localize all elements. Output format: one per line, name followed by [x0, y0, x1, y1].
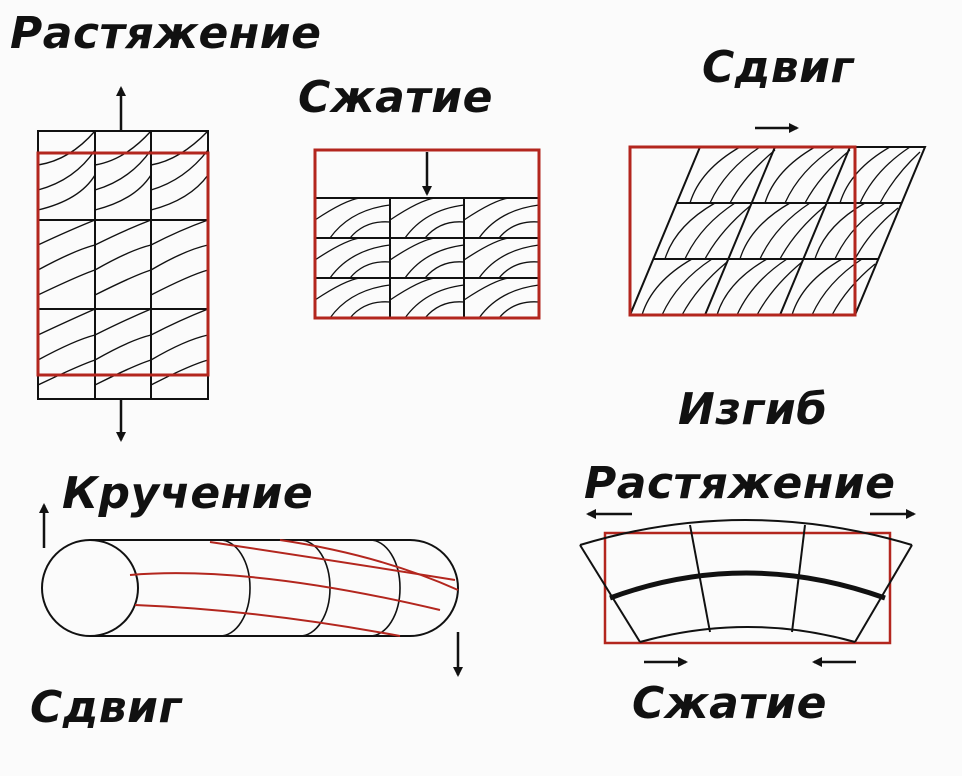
label-shear-bottom: Сдвиг — [30, 682, 182, 733]
cylinder-end-face — [41, 539, 139, 637]
torsion-diagram — [39, 503, 463, 677]
label-torsion: Кручение — [62, 468, 314, 519]
tension-diagram — [36, 86, 210, 442]
tension-original-outline — [36, 151, 210, 377]
label-shear-top: Сдвиг — [702, 42, 854, 93]
compression-fiber-arcs — [314, 197, 540, 319]
label-compression: Сжатие — [298, 72, 493, 123]
label-bending-compression: Сжатие — [632, 678, 827, 729]
compression-original-outline — [313, 148, 541, 320]
torsion-twist-lines — [129, 539, 459, 637]
bending-top-curve — [579, 519, 913, 546]
bending-neutral-axis — [609, 570, 886, 601]
tension-fiber-arcs — [37, 130, 209, 386]
bending-diagram — [579, 509, 916, 667]
label-tension: Растяжение — [10, 8, 322, 59]
tension-block-outline — [37, 130, 209, 400]
bending-bottom-curve — [639, 626, 856, 643]
label-bending-tension: Растяжение — [584, 458, 896, 509]
label-bending: Изгиб — [678, 384, 828, 435]
shear-fiber-arcs — [641, 146, 921, 316]
shear-diagram — [628, 123, 927, 317]
shear-original-outline — [628, 145, 857, 317]
bending-original-outline — [603, 531, 892, 645]
cylinder-body — [90, 539, 459, 637]
compression-diagram — [313, 148, 541, 320]
